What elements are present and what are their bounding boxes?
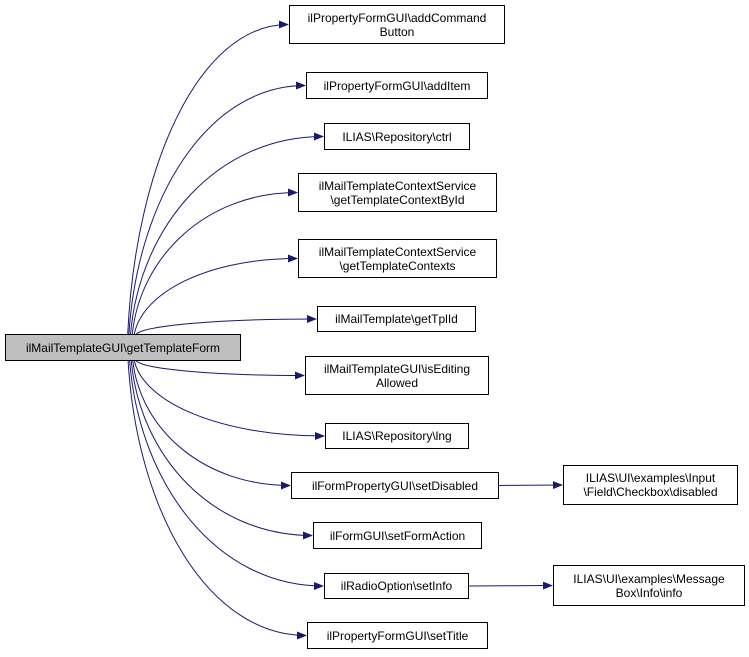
node-setdisabled[interactable]: ilFormPropertyGUI\setDisabled <box>291 472 499 499</box>
node-label-line2: \getTemplateContextById <box>330 192 465 207</box>
root-node-label: ilMailTemplateGUI\getTemplateForm <box>25 340 221 355</box>
node-iseditingallowed[interactable]: ilMailTemplateGUI\isEditing Allowed <box>305 356 489 395</box>
edge-root-n3 <box>130 132 324 335</box>
node-label-line1: ilMailTemplateGUI\isEditing <box>323 361 471 376</box>
edge-root-n10 <box>130 360 313 540</box>
node-label-line1: ILIAS\UI\examples\Message <box>573 571 725 586</box>
node-label: ilPropertyFormGUI\addItem <box>323 78 471 93</box>
node-settitle[interactable]: ilPropertyFormGUI\setTitle <box>307 622 488 649</box>
node-gettplid[interactable]: ilMailTemplate\getTplId <box>317 306 476 332</box>
node-label: ILIAS\Repository\lng <box>342 429 452 443</box>
edge-root-n7 <box>135 360 305 380</box>
node-label-line2: Allowed <box>375 375 419 390</box>
node-additem[interactable]: ilPropertyFormGUI\addItem <box>306 72 488 99</box>
node-setinfo[interactable]: ilRadioOption\setInfo <box>324 573 469 599</box>
node-addcommandbutton[interactable]: ilPropertyFormGUI\addCommand Button <box>289 5 505 44</box>
edge-root-n8 <box>133 360 325 440</box>
node-setformaction[interactable]: ilFormGUI\setFormAction <box>313 522 482 549</box>
edge-n9-n13 <box>498 481 563 490</box>
node-label-line2: \getTemplateContexts <box>339 258 456 273</box>
edge-n11-n14 <box>468 581 553 590</box>
node-label-line2: Box\Info\info <box>615 585 683 600</box>
node-label: ilFormPropertyGUI\setDisabled <box>311 478 479 493</box>
node-label: ILIAS\Repository\ctrl <box>342 129 452 144</box>
edge-root-n2 <box>128 81 306 335</box>
node-repository-ctrl[interactable]: ILIAS\Repository\ctrl <box>324 123 470 150</box>
node-checkbox-disabled[interactable]: ILIAS\UI\examples\Input \Field\Checkbox\… <box>563 465 738 505</box>
node-repository-lng[interactable]: ILIAS\Repository\lng <box>325 423 469 449</box>
node-label: ilPropertyFormGUI\setTitle <box>326 628 469 643</box>
node-label-line2: Button <box>379 24 415 39</box>
node-label: ilMailTemplate\getTplId <box>335 312 458 326</box>
node-gettemplatecontextbyid[interactable]: ilMailTemplateContextService \getTemplat… <box>298 173 497 212</box>
node-label: ilRadioOption\setInfo <box>340 579 453 593</box>
edge-root-n5 <box>133 254 298 335</box>
edge-root-n12 <box>127 360 307 640</box>
node-label-line2: \Field\Checkbox\disabled <box>583 485 718 499</box>
node-messagebox-info[interactable]: ILIAS\UI\examples\Message Box\Info\info <box>553 565 745 606</box>
node-label-line1: ILIAS\UI\examples\Input <box>585 471 716 485</box>
node-label-line1: ilMailTemplateContextService <box>318 244 477 259</box>
root-node-gettemplateform[interactable]: ilMailTemplateGUI\getTemplateForm <box>5 334 241 361</box>
edge-root-n1 <box>127 20 289 335</box>
edge-root-n9 <box>132 360 291 490</box>
node-label-line1: ilPropertyFormGUI\addCommand <box>307 10 487 25</box>
node-label: ilFormGUI\setFormAction <box>329 528 466 543</box>
edge-root-n11 <box>129 360 324 590</box>
edge-root-n6 <box>135 315 317 335</box>
node-label-line1: ilMailTemplateContextService <box>318 178 477 193</box>
edge-root-n4 <box>131 188 298 335</box>
node-gettemplatecontexts[interactable]: ilMailTemplateContextService \getTemplat… <box>298 239 497 278</box>
